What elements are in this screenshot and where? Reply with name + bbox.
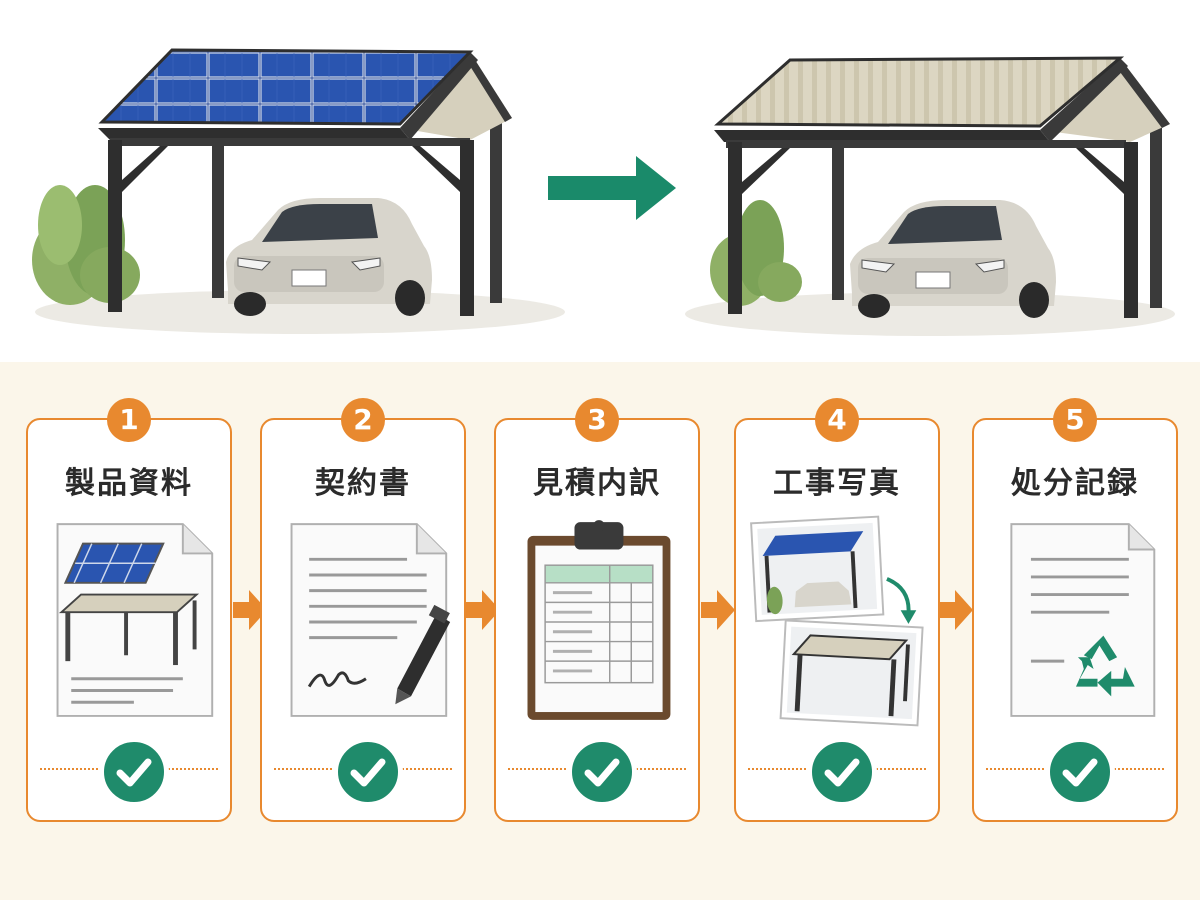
product-brochure-icon <box>36 512 222 730</box>
construction-photos-icon <box>744 512 930 730</box>
solar-carport-illustration <box>32 48 565 334</box>
step-1-card: 1 製品資料 <box>26 398 232 822</box>
step-5-title: 処分記録 <box>1011 466 1139 501</box>
bush-icon <box>32 185 140 305</box>
recycling-record-icon <box>982 512 1168 730</box>
step-5-number-badge: 5 <box>1053 398 1097 442</box>
car-icon <box>226 198 432 316</box>
step-1-number-badge: 1 <box>107 398 151 442</box>
pen-icon <box>395 604 451 705</box>
flow-arrow-icon <box>466 590 500 630</box>
step-4-number-badge: 4 <box>815 398 859 442</box>
flow-arrow-icon <box>939 590 973 630</box>
flow-arrow-icon <box>233 590 267 630</box>
step-3-card: 3 見積内訳 <box>494 398 700 822</box>
check-icon <box>333 737 403 807</box>
step-1-title: 製品資料 <box>65 466 193 501</box>
step-3-title: 見積内訳 <box>533 466 661 501</box>
step-4-card: 4 工事写真 <box>734 398 940 822</box>
right-arrow-icon <box>548 156 676 220</box>
estimate-clipboard-icon <box>504 512 690 730</box>
carport-scene-svg <box>32 48 1175 336</box>
step-2-card: 2 契約書 <box>260 398 466 822</box>
carport-transformation-scene <box>0 0 1200 362</box>
step-2-title: 契約書 <box>315 466 411 501</box>
step-2-number-badge: 2 <box>341 398 385 442</box>
step-3-number-badge: 3 <box>575 398 619 442</box>
bush-icon <box>710 200 802 306</box>
check-icon <box>99 737 169 807</box>
check-icon <box>1045 737 1115 807</box>
step-4-title: 工事写真 <box>773 466 901 501</box>
car-icon <box>850 200 1056 318</box>
flow-arrow-icon <box>701 590 735 630</box>
check-icon <box>567 737 637 807</box>
check-icon <box>807 737 877 807</box>
standard-carport-illustration <box>685 56 1175 336</box>
step-5-card: 5 処分記録 <box>972 398 1178 822</box>
contract-signing-icon <box>270 512 456 730</box>
